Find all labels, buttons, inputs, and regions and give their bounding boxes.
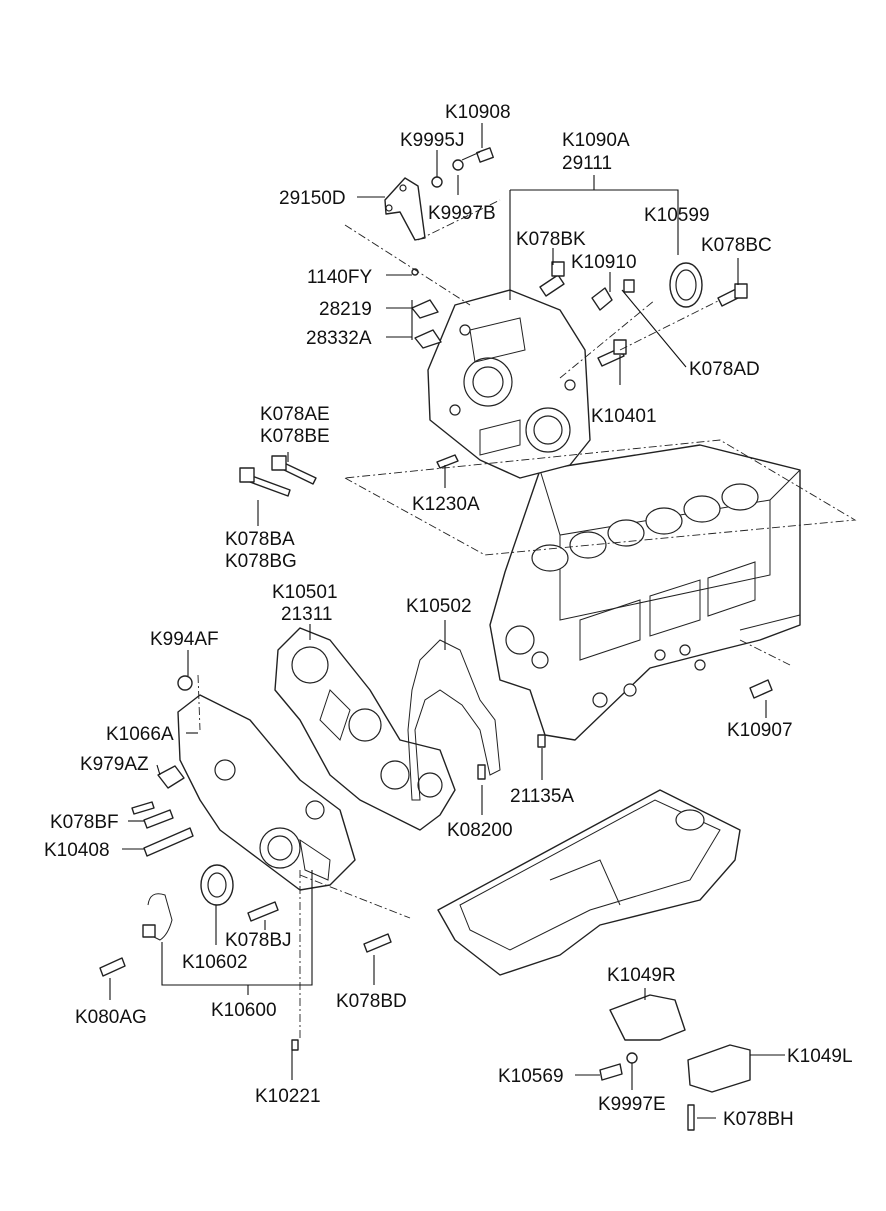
label-k10401: K10401 — [591, 406, 657, 427]
bolts-left — [239, 455, 317, 497]
leader-lines — [109, 123, 785, 1119]
label-21311: 21311 — [281, 604, 332, 625]
clip-k10600 — [142, 893, 173, 941]
small-hardware-top — [411, 147, 748, 469]
label-k078ad: K078AD — [689, 359, 760, 380]
flywheel-housing-plate — [427, 289, 591, 479]
label-k078bh: K078BH — [723, 1109, 794, 1130]
label-k10221: K10221 — [255, 1086, 321, 1107]
bracket-29150d — [384, 177, 426, 241]
label-k10599: K10599 — [644, 205, 710, 226]
label-k078bf: K078BF — [50, 812, 119, 833]
label-k078bj: K078BJ — [225, 930, 292, 951]
label-k9997e: K9997E — [598, 1094, 666, 1115]
label-29150d: 29150D — [279, 188, 346, 209]
label-k9997b: K9997B — [428, 203, 496, 224]
label-k078bg: K078BG — [225, 551, 297, 572]
label-k10569: K10569 — [498, 1066, 564, 1087]
part-labels: K10908 K9995J K1090A 29111 29150D K9997B… — [44, 102, 853, 1130]
label-k078bd: K078BD — [336, 991, 407, 1012]
label-k10408: K10408 — [44, 840, 110, 861]
label-k1049l: K1049L — [787, 1046, 853, 1067]
label-k1090a: K1090A — [562, 130, 630, 151]
label-k9995j: K9995J — [400, 130, 464, 151]
label-k1049r: K1049R — [607, 965, 676, 986]
label-k1230a: K1230A — [412, 494, 480, 515]
label-k10908: K10908 — [445, 102, 511, 123]
label-k994af: K994AF — [150, 629, 219, 650]
label-28332a: 28332A — [306, 328, 372, 349]
label-k10910: K10910 — [571, 252, 637, 273]
label-k10502: K10502 — [406, 596, 472, 617]
label-k10600: K10600 — [211, 1000, 277, 1021]
cylinder-block — [489, 444, 801, 741]
label-k078be: K078BE — [260, 426, 330, 447]
label-21135a: 21135A — [510, 786, 574, 807]
label-k078bc: K078BC — [701, 235, 772, 256]
dashed-guides — [197, 199, 857, 1040]
label-29111: 29111 — [562, 153, 612, 174]
label-k10501: K10501 — [272, 582, 338, 603]
timing-gear-case — [274, 627, 456, 831]
label-k078bk: K078BK — [516, 229, 586, 250]
label-k08200: K08200 — [447, 820, 513, 841]
label-k078ba: K078BA — [225, 529, 295, 550]
label-k10907: K10907 — [727, 720, 793, 741]
engine-mount-brackets — [291, 994, 751, 1131]
front-cover — [157, 694, 356, 891]
label-k10602: K10602 — [182, 952, 248, 973]
label-28219: 28219 — [319, 299, 372, 320]
label-k1066a: K1066A — [106, 724, 174, 745]
label-k080ag: K080AG — [75, 1007, 147, 1028]
oil-seal — [200, 864, 234, 906]
label-k078ae: K078AE — [260, 404, 330, 425]
label-k979az: K979AZ — [80, 754, 149, 775]
label-1140fy: 1140FY — [307, 267, 372, 288]
gasket-k10502 — [407, 639, 501, 801]
bolts-front — [99, 675, 773, 977]
pins — [477, 734, 546, 780]
oil-pan — [437, 789, 741, 976]
